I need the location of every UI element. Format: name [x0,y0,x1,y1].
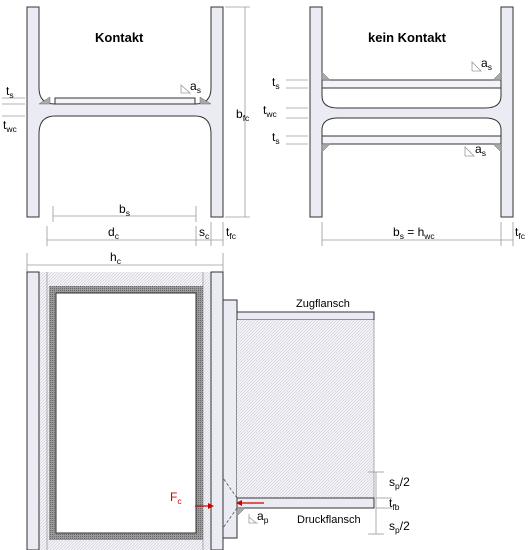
svg-text:ts: ts [272,130,280,146]
svg-text:Fc: Fc [170,490,182,506]
column-section-no-contact [309,6,514,218]
label-zugflansch: Zugflansch [296,298,350,310]
weld-ap [236,507,246,517]
weld-tl [321,71,331,81]
column-flange-right [210,271,224,550]
svg-text:as: as [475,142,486,158]
svg-text:ts: ts [6,84,14,100]
stiffener-bottom [321,135,502,145]
dim-bs-hwc: bs = hwc tfc [321,222,526,246]
force-fc: Fc [170,490,264,509]
dim-dc-sc-tfc: dc sc tfc [46,222,237,246]
svg-text:tfc: tfc [515,225,526,241]
svg-text:twc: twc [3,118,17,134]
section-contact: Kontakt ts twc as bfc [2,6,250,246]
svg-text:bs = hwc: bs = hwc [393,225,435,241]
section-connection: hc Zugflansch Druckflansch ap [26,250,410,550]
title-contact: Kontakt [95,30,144,45]
dim-ts-twc-no-contact: ts twc ts [263,75,308,146]
beam-top-flange [236,311,375,321]
title-no-contact: kein Kontakt [368,30,447,45]
svg-text:as: as [481,56,492,72]
stiffener-plate-contact [54,97,196,105]
svg-text:sp/2: sp/2 [389,519,410,535]
dim-bfc: bfc [225,6,250,218]
dim-hc: hc [26,250,224,272]
dim-sp-tfb: sp/2 tfb sp/2 [368,471,410,535]
svg-text:tfb: tfb [389,496,400,512]
dim-ts-contact: ts twc [2,84,25,134]
weld-br [492,143,502,153]
weld-symbol-as-top: as [471,56,492,72]
weld-right-contact [199,96,212,105]
weld-symbol-as-bottom: as [464,142,486,158]
svg-text:hc: hc [110,250,122,266]
svg-text:as: as [190,79,201,95]
weld-left-contact [38,96,51,105]
svg-text:sp/2: sp/2 [389,475,410,491]
stiffener-top [321,79,502,89]
svg-text:bfc: bfc [236,107,250,123]
svg-text:tfc: tfc [226,225,237,241]
weld-symbol-ap: ap [248,509,269,525]
section-no-contact: kein Kontakt ts twc ts as as [263,6,526,246]
svg-text:ts: ts [272,75,280,91]
svg-text:bs: bs [119,202,130,218]
svg-text:twc: twc [263,103,277,119]
column-flange-left [26,271,40,550]
svg-text:sc: sc [199,225,210,241]
svg-text:ap: ap [257,509,269,525]
end-plate [222,299,238,539]
weld-tr [492,71,502,81]
weld-bl [321,143,331,153]
beam-web [237,320,374,498]
dim-bs-contact: bs [52,202,197,222]
label-druckflansch: Druckflansch [297,514,361,526]
stiffener-opening [55,292,197,534]
svg-text:dc: dc [108,225,120,241]
weld-symbol-as-contact: as [180,79,201,95]
